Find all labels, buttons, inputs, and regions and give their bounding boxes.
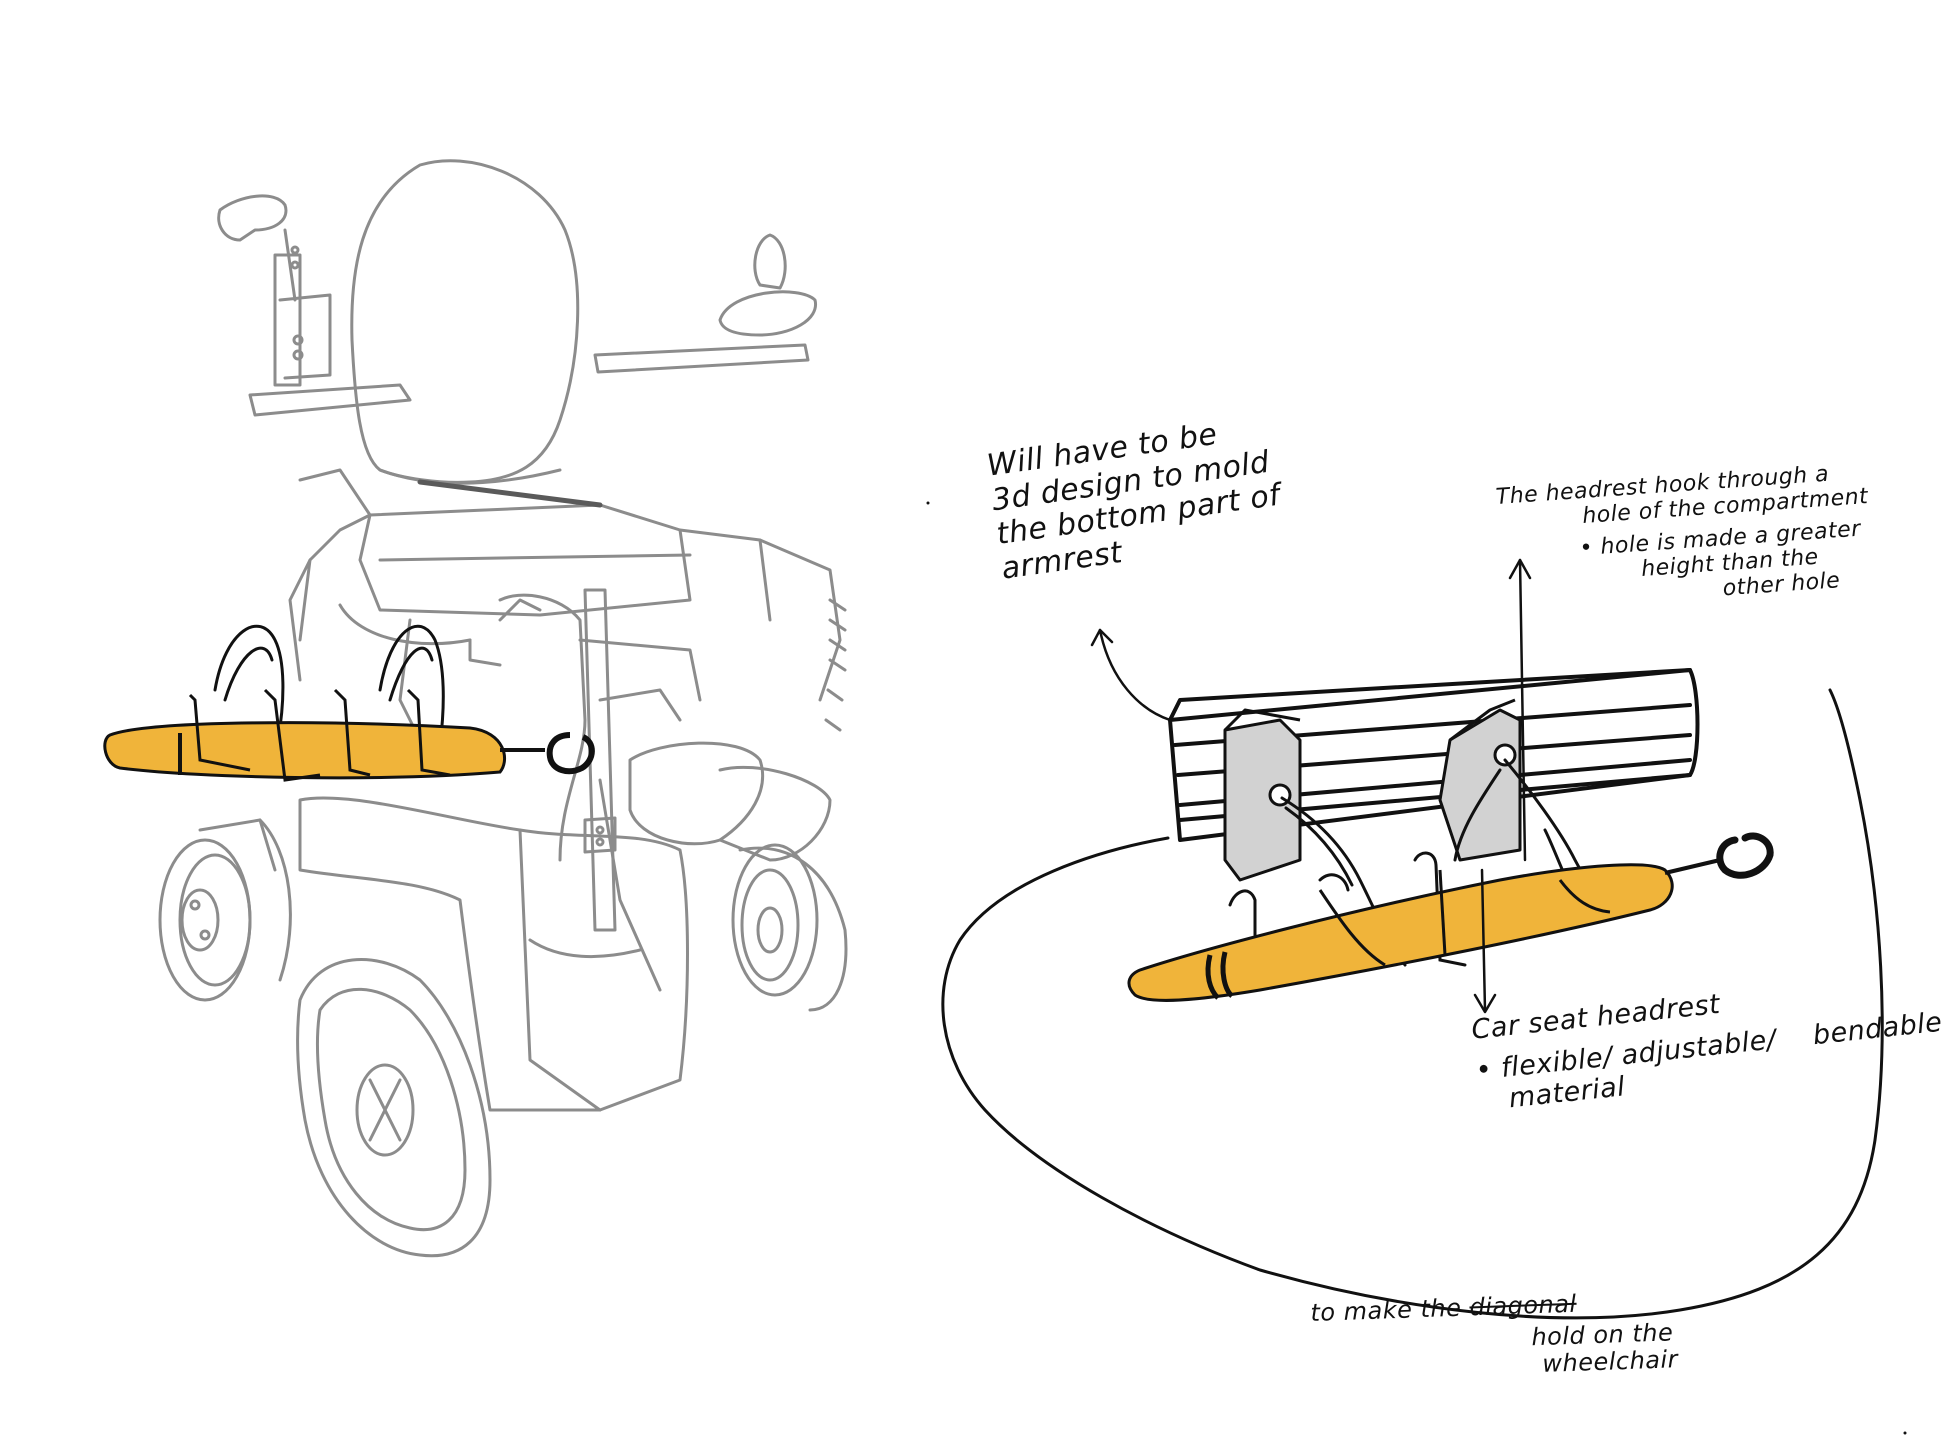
stray-dot-2 [1903,1431,1907,1435]
diagonal-note-struck-word: diagonal [1469,1289,1578,1322]
wheelchair-sketch [158,159,848,1258]
arrow-mold [1098,628,1172,722]
wheelchair-umbrella [103,688,595,782]
headrest-hook-note: The headrest hook through a hole of the … [1495,459,1875,617]
wheelchair-left-armrest [248,383,412,417]
wheelchair-base [298,796,689,1112]
wheelchair-right-wheel [731,843,819,997]
left-bracket [1223,718,1302,882]
wheelchair-right-armrest [593,343,810,374]
wheelchair-backrest [350,159,580,484]
diagonal-note-prefix: to make the [1309,1293,1462,1327]
arrow-down [1480,868,1487,1012]
diagonal-note: to make the diagonal hold on the wheelch… [1309,1287,1679,1386]
stray-dot-1 [926,501,930,505]
arrow-up [1518,558,1527,862]
headrest-brackets [1223,698,1522,882]
wheelchair-seat [358,503,692,617]
wheelchair-front-wheel [296,958,492,1258]
grouping-loop [941,688,1884,1320]
wheelchair-rear-left-wheel [158,838,252,1002]
detail-umbrella [1127,832,1774,1002]
annotation-arrows [1090,558,1532,1014]
wheelchair-headrest-hooks [213,624,445,747]
